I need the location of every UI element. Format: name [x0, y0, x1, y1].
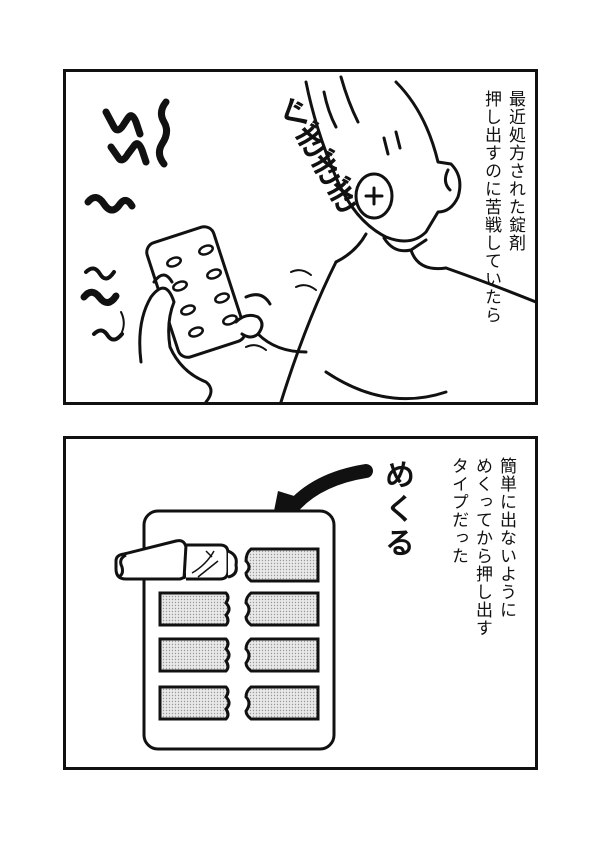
- narration-line-2: 押し出すのに苦戦していたら: [481, 90, 501, 324]
- hands: [138, 273, 308, 402]
- manga-panel-1: ぐぎぎぎ 最近処方された錠剤 押し出すのに苦戦していたら: [63, 69, 538, 405]
- narration-panel-2: 簡単に出ないように めくってから押し出す タイプだった: [446, 457, 518, 637]
- manga-panel-2: めくる 簡単に出ないように めくってから押し出す タイプだった: [63, 436, 538, 770]
- panel-1-illustration: [80, 75, 535, 402]
- narration-line-1: 簡単に出ないように: [496, 457, 516, 619]
- panel-2-illustration: [114, 464, 373, 751]
- narration-panel-1: 最近処方された錠剤 押し出すのに苦戦していたら: [479, 90, 527, 324]
- sfx-mekuru: めくる: [379, 459, 414, 561]
- motion-lines: [80, 98, 171, 306]
- blister-cells: [158, 547, 320, 721]
- narration-line-1: 最近処方された錠剤: [505, 90, 525, 252]
- person-head: [304, 75, 462, 243]
- peeled-blister: [114, 539, 238, 581]
- narration-line-3: タイプだった: [448, 457, 468, 565]
- narration-line-2: めくってから押し出す: [472, 457, 492, 637]
